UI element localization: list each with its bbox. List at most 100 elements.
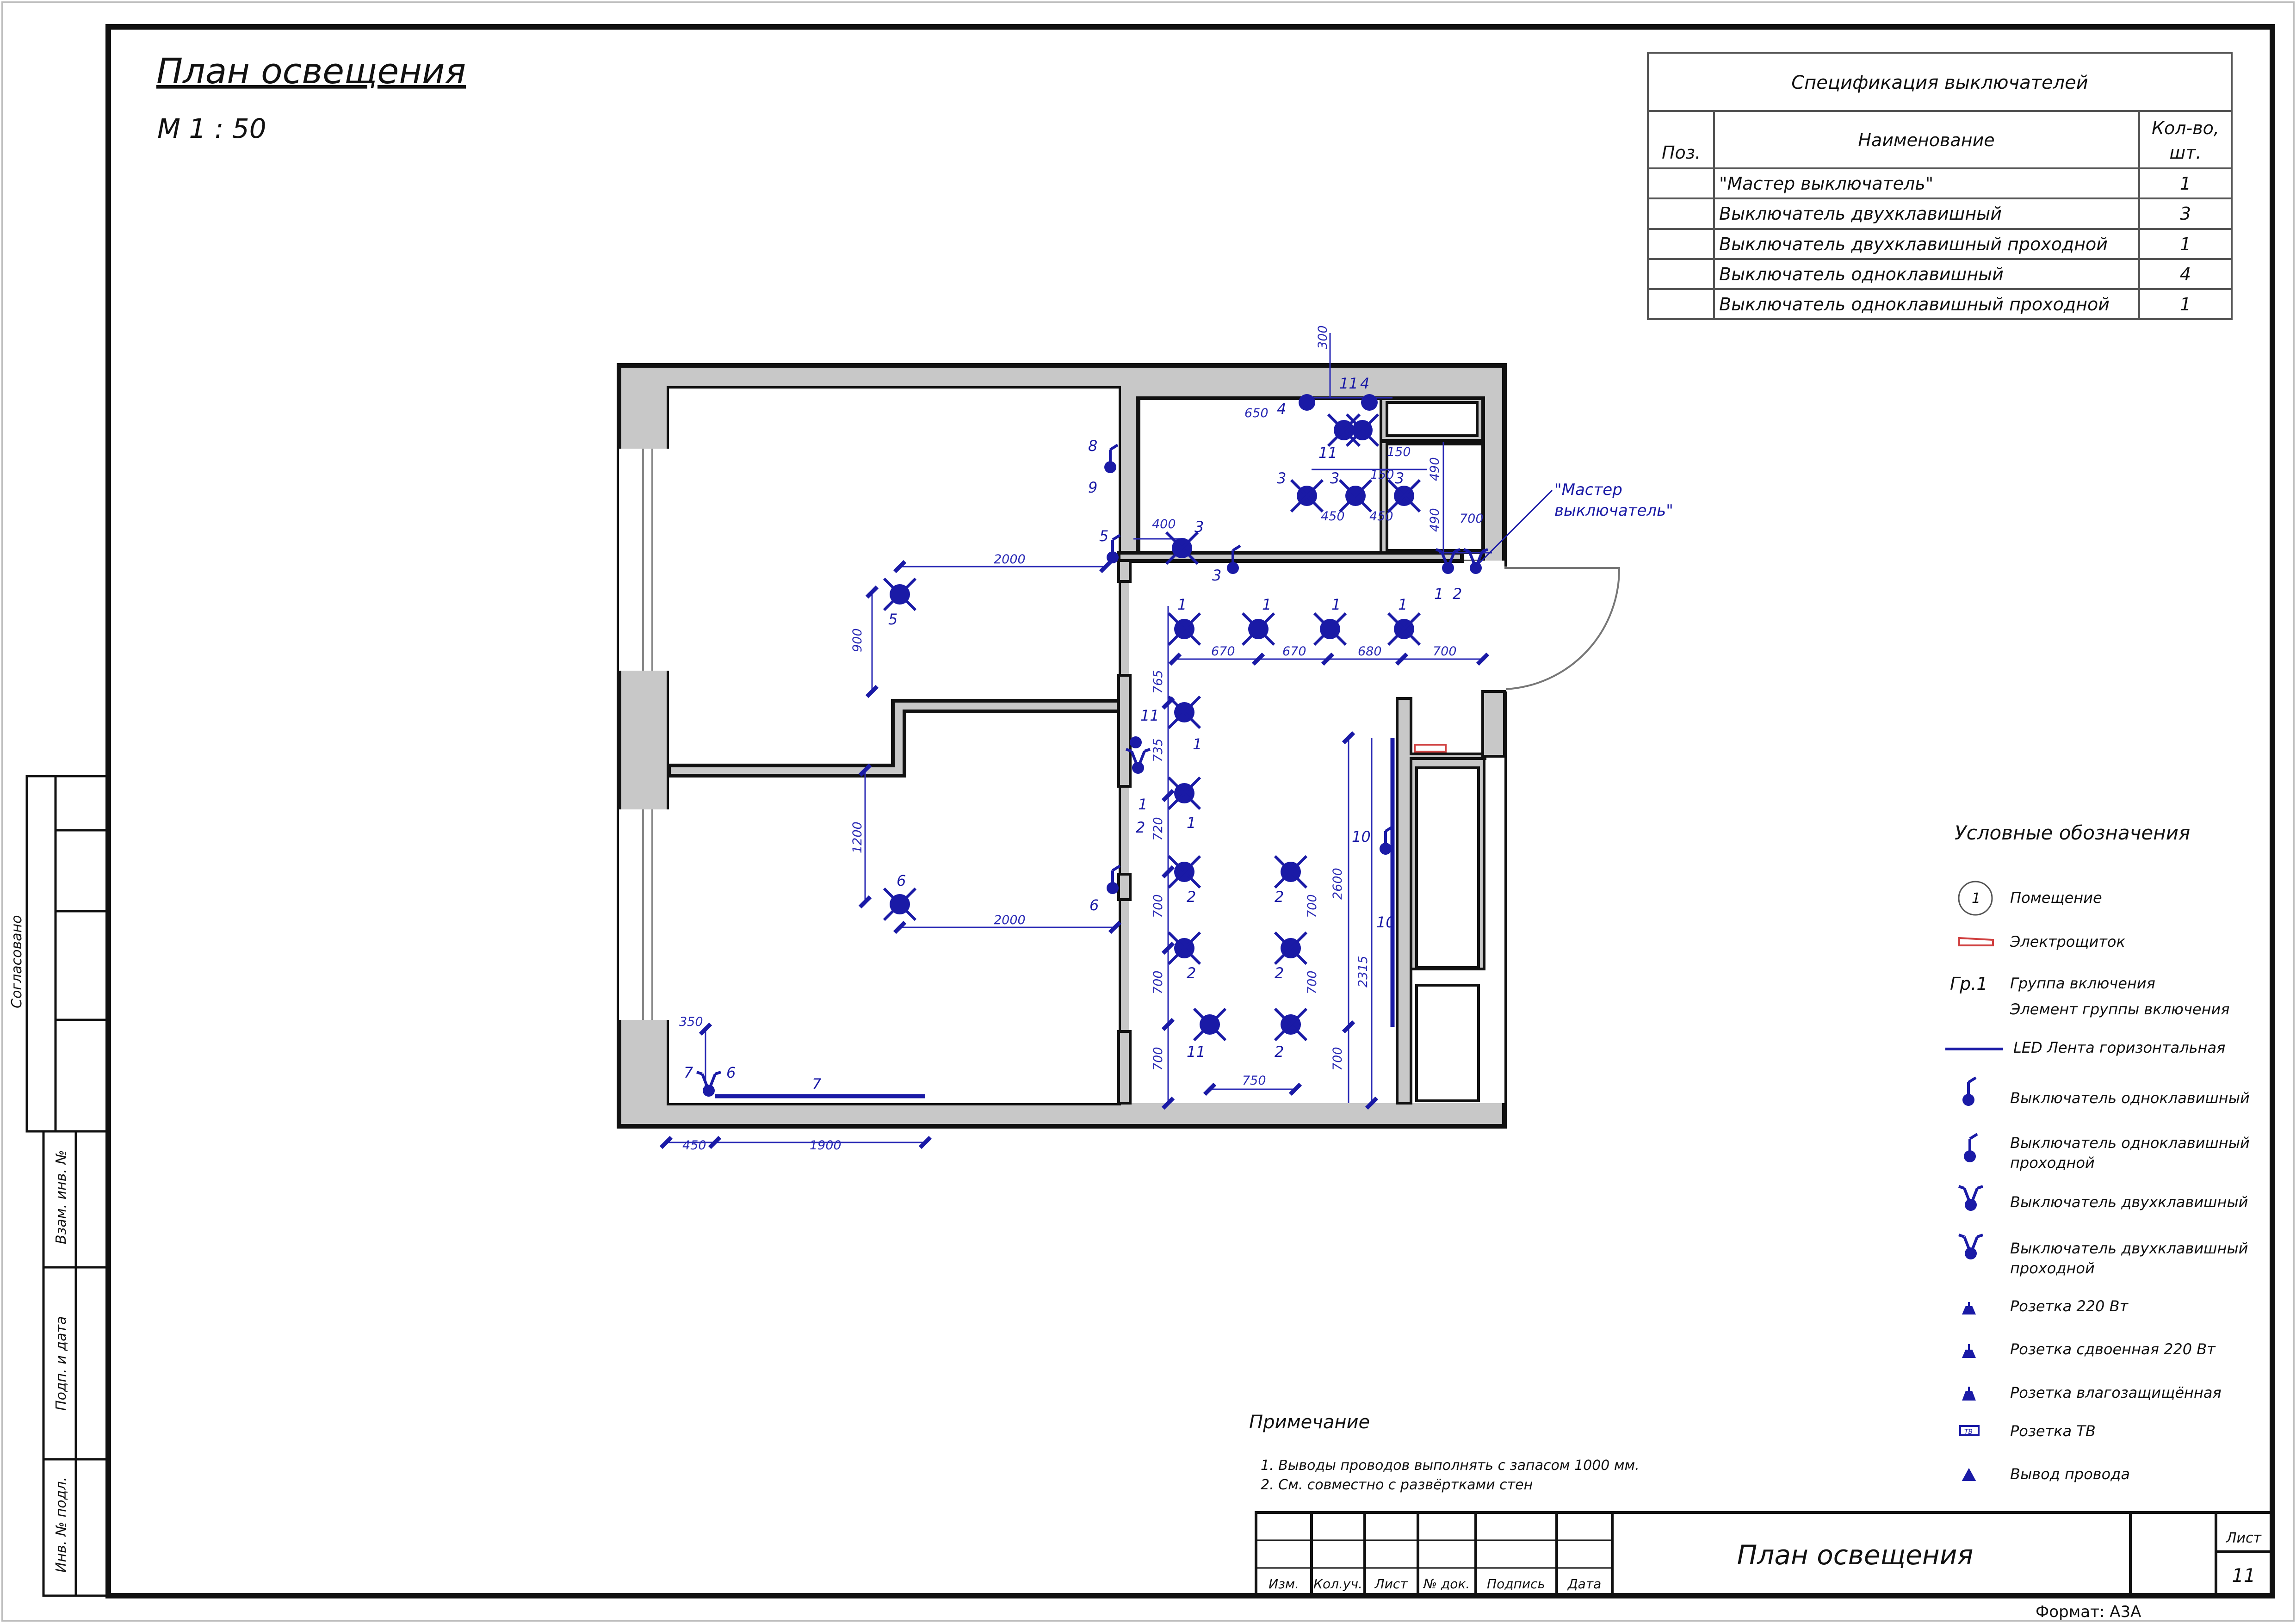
switch-double-icon <box>1959 1186 1983 1211</box>
room-number-symbol: 1 <box>1972 890 1980 907</box>
dim-label: 680 <box>1358 644 1382 659</box>
dim-label: 700 <box>1151 894 1165 918</box>
dim-label: 735 <box>1151 738 1165 762</box>
plan-label: 5 <box>888 611 897 628</box>
niche <box>1481 690 1506 758</box>
legend-item-label: Электрощиток <box>2010 933 2126 950</box>
spec-row-qty: 1 <box>2180 173 2191 194</box>
plan-label: 11 <box>1140 707 1159 724</box>
dim-label: 700 <box>1460 512 1484 526</box>
format-label: Формат: А3А <box>2036 1603 2141 1621</box>
legend-item-label: Выключатель одноклавишный <box>2010 1089 2250 1107</box>
dim-label: 700 <box>1151 1047 1165 1071</box>
plan-label: 6 <box>897 872 906 889</box>
spec-rows: "Мастер выключатель" 1 Выключатель двухк… <box>1719 173 2191 315</box>
dim-label: 150 <box>1387 445 1411 459</box>
partition-wall <box>1117 551 1464 563</box>
legend-item-label: Розетка сдвоенная 220 Вт <box>2010 1340 2216 1358</box>
spec-row-qty: 1 <box>2180 234 2191 254</box>
dim-label: 900 <box>850 628 865 652</box>
stamp-sign-date: Подп. и дата <box>53 1316 69 1411</box>
legend-item-label: проходной <box>2010 1259 2095 1277</box>
socket-icon <box>1962 1302 1976 1314</box>
plan-label: 11 <box>1187 1043 1206 1061</box>
dim-label: 650 <box>1244 406 1269 420</box>
dim-label: 400 <box>1152 517 1176 531</box>
tb-sheet-number: 11 <box>2232 1565 2256 1586</box>
legend-item-label: Выключатель одноклавишный <box>2010 1134 2250 1152</box>
plan-label: 2 <box>1187 964 1196 982</box>
stamp-agreed: Согласовано <box>9 915 25 1008</box>
tb-sheet-label: Лист <box>2226 1530 2262 1546</box>
stamp-inv-orig: Инв. № подл. <box>53 1477 69 1573</box>
plan-labels: 5 6 8 9 5 3 3 1 1 1 1 11 1 1 1 2 2 2 11 … <box>684 375 1462 1093</box>
dim-label: 700 <box>1331 1047 1345 1071</box>
spec-header-qty-unit: шт. <box>2170 142 2202 163</box>
legend-item-label: Помещение <box>2010 889 2102 907</box>
dim-label: 700 <box>1433 644 1457 659</box>
dim-label: 670 <box>1282 644 1306 659</box>
plan-label: 6 <box>1089 896 1099 914</box>
tv-socket-symbol: ТВ <box>1964 1428 1973 1436</box>
legend-title: Условные обозначения <box>1955 821 2190 844</box>
spec-row-name: Выключатель одноклавишный проходной <box>1719 294 2110 315</box>
master-switch-label: "Мастер <box>1554 481 1622 499</box>
room-number-icon <box>1958 881 1993 916</box>
socket-double-icon <box>1962 1344 1976 1358</box>
dim-label: 765 <box>1151 670 1165 694</box>
legend-item-label: Розетка 220 Вт <box>2010 1297 2129 1315</box>
switch-single-pass-icon <box>1964 1134 1977 1162</box>
plan-label: 4 <box>1360 375 1369 392</box>
spec-row-qty: 3 <box>2180 204 2191 224</box>
dim-label: 490 <box>1428 508 1442 532</box>
plan-label: 1 <box>1177 596 1187 613</box>
plan-label: 10 <box>1376 913 1395 931</box>
group-symbol: Гр.1 <box>1950 974 1988 994</box>
plan-label: 7 <box>812 1075 822 1093</box>
legend-item-label: проходной <box>2010 1154 2095 1172</box>
spec-header-qty: Кол-во, <box>2152 118 2219 138</box>
plan-label: 1 <box>1193 735 1202 753</box>
side-stamp <box>25 775 110 1597</box>
notes-line: 1. Выводы проводов выполнять с запасом 1… <box>1261 1457 1640 1474</box>
plan-label: 10 <box>1352 828 1371 845</box>
plan-label: 3 <box>1212 567 1221 584</box>
spec-row-name: Выключатель двухклавишный проходной <box>1719 234 2108 254</box>
plan-label: 9 <box>1088 479 1097 496</box>
storage-inner <box>1415 984 1480 1102</box>
scale-label: М 1 : 50 <box>157 113 266 144</box>
plan-label: 2 <box>1275 888 1284 906</box>
plan-label: 2 <box>1453 585 1462 603</box>
legend-item-label: Вывод провода <box>2010 1465 2130 1483</box>
dim-label: 1200 <box>850 821 865 853</box>
plan-label: 1 <box>1331 596 1341 613</box>
plan-label: 11 <box>1339 375 1358 392</box>
spec-row-qty: 4 <box>2180 264 2191 284</box>
plan-label: 1 <box>1187 814 1196 832</box>
spec-row-name: Выключатель двухклавишный <box>1719 204 2002 224</box>
tb-doc: № док. <box>1423 1576 1470 1592</box>
title-block <box>1255 1511 2274 1597</box>
switch-single-icon <box>1962 1078 1976 1106</box>
dim-label: 490 <box>1428 457 1442 481</box>
dimension-labels: 300 650 150 150 490 450 450 490 400 700 … <box>679 325 1484 1153</box>
dim-label: 700 <box>1305 894 1319 918</box>
partition-wall <box>1117 873 1132 901</box>
spec-table <box>1647 52 2233 320</box>
plan-label: 11 <box>1318 444 1337 462</box>
plan-label: 1 <box>1138 796 1147 813</box>
socket-waterproof-icon <box>1962 1387 1976 1401</box>
master-switch-leader <box>1477 489 1553 565</box>
partition-wall <box>1117 559 1132 583</box>
plan-label: 2 <box>1187 888 1196 906</box>
plan-label: 2 <box>1275 1043 1284 1061</box>
dim-label: 700 <box>1305 970 1319 994</box>
door-opening <box>1487 567 1508 691</box>
dim-label: 700 <box>1151 970 1165 994</box>
dim-label: 350 <box>679 1015 703 1029</box>
legend-item-label: Розетка влагозащищённая <box>2010 1384 2222 1401</box>
plan-label: 5 <box>1099 527 1108 545</box>
plan-label: 1 <box>1434 585 1443 603</box>
partition-wall <box>1117 674 1132 788</box>
page-title: План освещения <box>156 50 466 92</box>
